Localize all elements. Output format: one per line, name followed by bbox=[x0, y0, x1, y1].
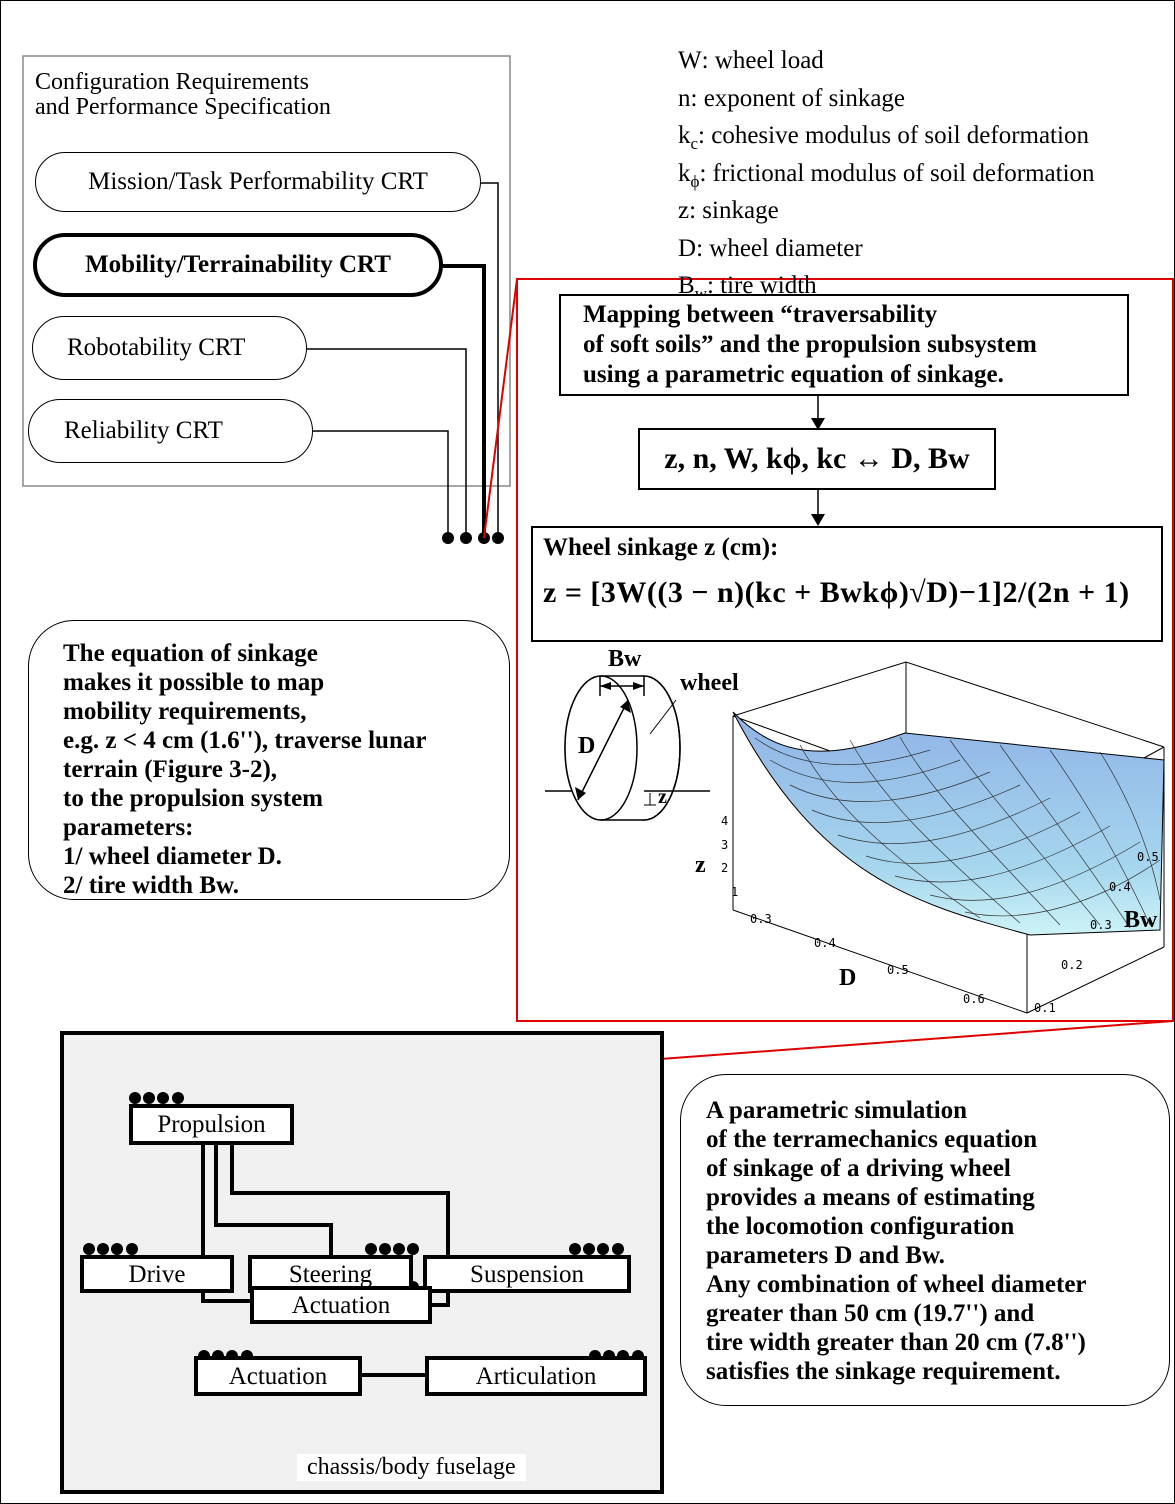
wheel-width-label: Bw bbox=[608, 646, 642, 672]
connector-robotability bbox=[306, 348, 467, 538]
d-axis-label: D bbox=[839, 965, 857, 991]
highlight-line-top bbox=[483, 278, 518, 539]
node-dot bbox=[460, 532, 472, 544]
block-suspension[interactable]: Suspension bbox=[423, 1255, 631, 1293]
legend-item: kc: cohesive modulus of soil deformation bbox=[678, 122, 1089, 153]
legend-item: n: exponent of sinkage bbox=[678, 84, 906, 112]
block-articulation[interactable]: Articulation bbox=[425, 1356, 647, 1396]
chassis-caption: chassis/body fuselage bbox=[297, 1454, 526, 1481]
d-tick: 0.6 bbox=[963, 992, 985, 1006]
connector-reliability bbox=[312, 430, 449, 538]
d-tick: 0.5 bbox=[887, 963, 909, 977]
mapping-box: Mapping between “traversability of soft … bbox=[559, 294, 1129, 396]
bw-tick: 0.4 bbox=[1109, 880, 1131, 894]
connector-mobility bbox=[442, 264, 486, 538]
z-tick: 3 bbox=[721, 838, 729, 852]
wheel-label: wheel bbox=[680, 670, 739, 696]
z-tick: 1 bbox=[731, 885, 739, 899]
crt-panel-title: Configuration Requirements and Performan… bbox=[35, 69, 331, 120]
bw-tick: 0.1 bbox=[1034, 1001, 1056, 1015]
highlight-frame bbox=[516, 278, 1174, 1022]
wheel-diameter-label: D bbox=[578, 733, 596, 759]
bw-tick: 0.3 bbox=[1090, 918, 1112, 932]
bw-tick: 0.2 bbox=[1061, 958, 1083, 972]
sinkage-equation: z = [3W((3 − n)(kc + Bwkϕ)√D)−1]2/(2n + … bbox=[543, 576, 1130, 609]
d-tick: 0.4 bbox=[814, 936, 836, 950]
block-actuation-lower[interactable]: Actuation bbox=[194, 1356, 362, 1396]
node-dot bbox=[492, 532, 504, 544]
symbol-legend: W: wheel load n: exponent of sinkage kc:… bbox=[678, 46, 1095, 309]
crt-item-mission[interactable]: Mission/Task Performability CRT bbox=[35, 152, 481, 212]
connector-mission bbox=[480, 182, 499, 538]
bw-tick: 0.5 bbox=[1137, 850, 1159, 864]
d-tick: 0.3 bbox=[750, 912, 772, 926]
wheel-sinkage-label: z bbox=[658, 786, 667, 808]
block-propulsion[interactable]: Propulsion bbox=[129, 1104, 294, 1145]
legend-item: D: wheel diameter bbox=[678, 234, 863, 262]
node-dot bbox=[442, 532, 454, 544]
crt-item-reliability[interactable]: Reliability CRT bbox=[28, 399, 313, 463]
z-tick: 4 bbox=[721, 814, 729, 828]
block-drive[interactable]: Drive bbox=[80, 1255, 234, 1293]
legend-item: W: wheel load bbox=[678, 47, 824, 74]
z-tick: 2 bbox=[721, 861, 729, 875]
bw-axis-label: Bw bbox=[1124, 907, 1158, 933]
block-actuation-upper[interactable]: Actuation bbox=[250, 1286, 432, 1324]
crt-panel-frame bbox=[22, 55, 511, 487]
crt-item-mobility[interactable]: Mobility/Terrainability CRT bbox=[33, 233, 443, 297]
relation-box: z, n, W, kϕ, kc ↔ D, Bw bbox=[638, 428, 996, 490]
legend-item: kϕ: frictional modulus of soil deformati… bbox=[678, 159, 1095, 191]
z-axis-label: z bbox=[695, 852, 706, 878]
legend-item: z: sinkage bbox=[678, 197, 779, 224]
crt-item-robotability[interactable]: Robotability CRT bbox=[32, 316, 307, 380]
sinkage-equation-box: Wheel sinkage z (cm): z = [3W((3 − n)(kc… bbox=[531, 526, 1163, 642]
